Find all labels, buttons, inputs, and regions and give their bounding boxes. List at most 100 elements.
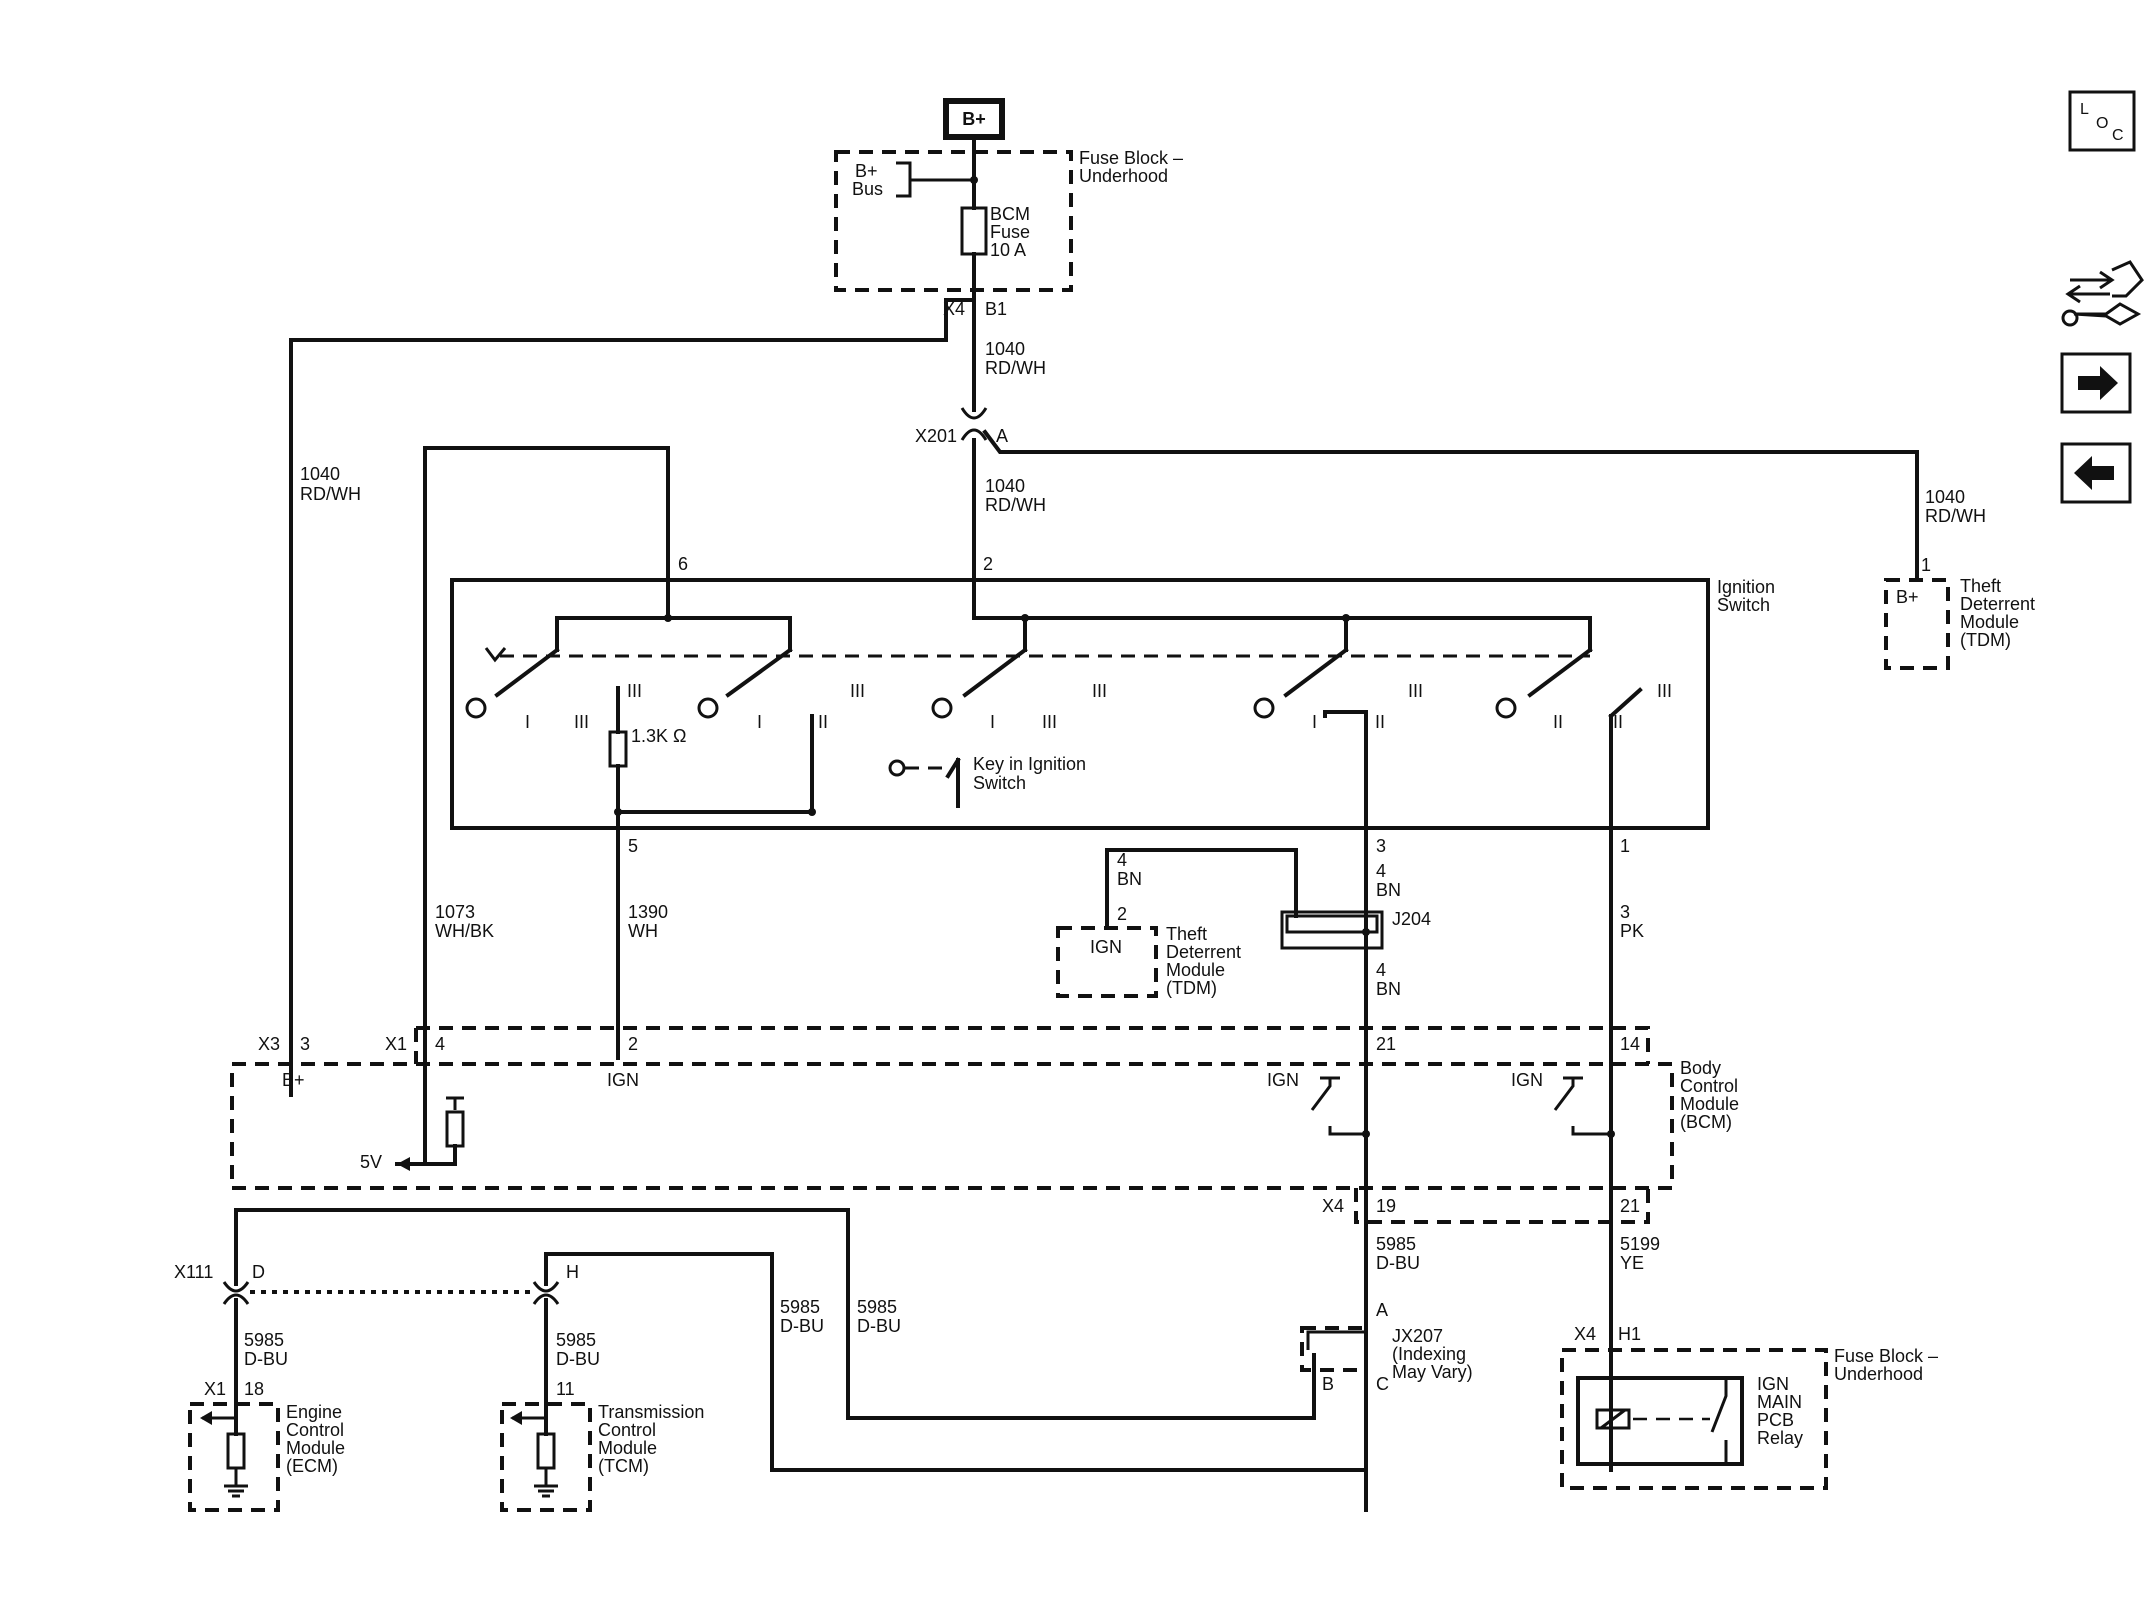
diagram-label: YE xyxy=(1620,1253,1644,1273)
diagram-label: II xyxy=(1613,712,1623,732)
diagram-label: May Vary) xyxy=(1392,1362,1473,1382)
diagram-label: 5985 xyxy=(244,1330,284,1350)
diagram-label: X1 xyxy=(385,1034,407,1054)
diagram-label: 5985 xyxy=(556,1330,596,1350)
diagram-label: 18 xyxy=(244,1379,264,1399)
diagram-label: Switch xyxy=(973,773,1026,793)
diagram-label: III xyxy=(1408,681,1423,701)
diagram-label: Fuse Block – xyxy=(1834,1346,1938,1366)
diagram-label: 2 xyxy=(1117,904,1127,924)
ground-icon xyxy=(224,1468,248,1498)
diagram-label: 21 xyxy=(1376,1034,1396,1054)
diagram-label: Module xyxy=(1680,1094,1739,1114)
diagram-label: II xyxy=(1375,712,1385,732)
tcm-resistor-icon xyxy=(536,1432,556,1470)
diagram-label: 19 xyxy=(1376,1196,1396,1216)
x111-connector: X111 D H xyxy=(174,1262,579,1305)
diagram-label: 5985 xyxy=(780,1297,820,1317)
diagram-label: BN xyxy=(1117,869,1142,889)
diagram-label: X3 xyxy=(258,1034,280,1054)
b-plus-supply: B+ xyxy=(943,98,1005,140)
diagram-label: B xyxy=(1322,1374,1334,1394)
diagram-label: A xyxy=(1376,1300,1388,1320)
diagram-label: B+ xyxy=(962,109,986,129)
diagram-label: IGN xyxy=(1090,937,1122,957)
diagram-label: B+ xyxy=(1896,587,1919,607)
diagram-label: 21 xyxy=(1620,1196,1640,1216)
next-arrow-icon[interactable] xyxy=(2060,352,2132,414)
diagram-label: B+ xyxy=(282,1070,305,1090)
diagram-label: III xyxy=(1657,681,1672,701)
diagram-label: Engine xyxy=(286,1402,342,1422)
diagram-label: (Indexing xyxy=(1392,1344,1466,1364)
diagram-label: PK xyxy=(1620,921,1644,941)
diagram-label: Underhood xyxy=(1079,166,1168,186)
diagram-label: Module xyxy=(598,1438,657,1458)
diagram-label: 10 A xyxy=(990,240,1026,260)
engine-control-module: X1 18 Engine Control Module (ECM) xyxy=(188,1379,345,1512)
diagram-label: 6 xyxy=(678,554,688,574)
fuse-block-underhood-top: Fuse Block – Underhood B+ Bus BCM Fuse 1… xyxy=(834,148,1183,319)
diagram-label: Fuse xyxy=(990,222,1030,242)
diagram-label: Transmission xyxy=(598,1402,704,1422)
bcm-fuse-icon xyxy=(960,206,988,256)
ground-icon xyxy=(534,1468,558,1498)
splice-jx207: A JX207 (Indexing May Vary) B C xyxy=(1300,1300,1473,1394)
diagram-label: RD/WH xyxy=(985,358,1046,378)
diagram-label: 5199 xyxy=(1620,1234,1660,1254)
diagram-label: X201 xyxy=(915,426,957,446)
diagram-label: RD/WH xyxy=(985,495,1046,515)
diagram-label: 5 xyxy=(628,836,638,856)
diagram-label: IGN xyxy=(1511,1070,1543,1090)
diagram-label: 4 xyxy=(1376,960,1386,980)
splice-j204: J204 xyxy=(1280,909,1431,950)
diagram-label: PCB xyxy=(1757,1410,1794,1430)
diagram-label: 5985 xyxy=(857,1297,897,1317)
diagram-label: IGN xyxy=(607,1070,639,1090)
diagram-label: D xyxy=(252,1262,265,1282)
diagram-label: D-BU xyxy=(780,1316,824,1336)
diagram-label: C xyxy=(1376,1374,1389,1394)
diagram-label: 3 xyxy=(300,1034,310,1054)
diagram-label: B+ xyxy=(855,161,878,181)
prev-arrow-icon[interactable] xyxy=(2060,442,2132,504)
diagram-label: Deterrent xyxy=(1960,594,2035,614)
body-control-module: Body Control Module (BCM) X3 3 B+ X1 4 2… xyxy=(230,1026,1739,1224)
diagram-label: 1390 xyxy=(628,902,668,922)
output-arrow-icon xyxy=(397,1157,410,1171)
ecm-resistor-icon xyxy=(226,1432,246,1470)
diagram-label: Body xyxy=(1680,1058,1721,1078)
locator-icon[interactable]: L O C xyxy=(2068,90,2136,152)
diagram-label: 1073 xyxy=(435,902,475,922)
diagram-label: Control xyxy=(286,1420,344,1440)
diagram-label: I xyxy=(757,712,762,732)
diagram-label: A xyxy=(996,426,1008,446)
diagram-label: 4 xyxy=(435,1034,445,1054)
diagram-label: Bus xyxy=(852,179,883,199)
diagram-label: Control xyxy=(1680,1076,1738,1096)
diagram-label: Module xyxy=(1960,612,2019,632)
pullup-resistor-icon xyxy=(445,1110,465,1148)
diagram-label: H xyxy=(566,1262,579,1282)
diagram-label: D-BU xyxy=(857,1316,901,1336)
diagram-label: Module xyxy=(1166,960,1225,980)
diagram-label: 2 xyxy=(628,1034,638,1054)
diagram-label: Relay xyxy=(1757,1428,1803,1448)
diagram-label: J204 xyxy=(1392,909,1431,929)
diagram-label: Key in Ignition xyxy=(973,754,1086,774)
diagram-label: Module xyxy=(286,1438,345,1458)
diagram-label: RD/WH xyxy=(300,484,361,504)
diagram-label: X4 xyxy=(1322,1196,1344,1216)
diagram-label: X1 xyxy=(204,1379,226,1399)
diagram-label: WH xyxy=(628,921,658,941)
diagram-label: Ignition xyxy=(1717,577,1775,597)
diagram-label: O xyxy=(2096,115,2108,132)
diagram-label: IGN xyxy=(1267,1070,1299,1090)
diagram-label: III xyxy=(627,681,642,701)
connector-wrench-icon[interactable] xyxy=(2061,260,2144,327)
diagram-label: D-BU xyxy=(1376,1253,1420,1273)
resistor-icon xyxy=(608,730,628,768)
diagram-label: 4 xyxy=(1376,861,1386,881)
diagram-label: WH/BK xyxy=(435,921,494,941)
